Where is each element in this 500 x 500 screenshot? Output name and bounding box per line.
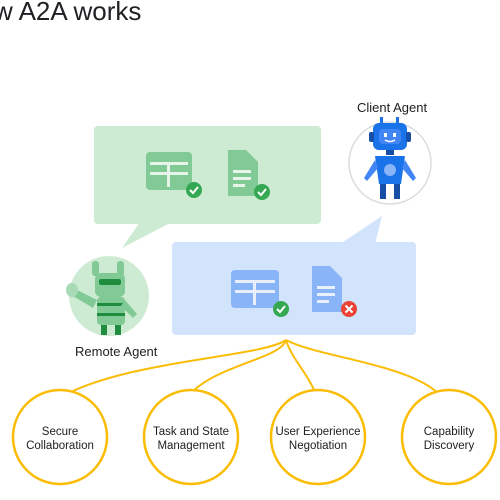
capability-ux-negotiation: User Experience Negotiation xyxy=(272,425,364,453)
capability-line2: Discovery xyxy=(423,440,475,452)
blue-message-bubble xyxy=(172,216,416,335)
capability-circle xyxy=(400,388,498,486)
capability-circle xyxy=(11,388,109,486)
capability-line2: Management xyxy=(157,440,225,452)
green-message-bubble xyxy=(94,126,321,248)
document-error-icon xyxy=(312,266,357,317)
client-agent-robot xyxy=(348,117,432,205)
capability-circle xyxy=(142,388,240,486)
table-icon xyxy=(231,270,289,317)
capability-task-state-management: Task and State Management xyxy=(145,425,237,453)
capability-line1: Capability xyxy=(423,426,475,438)
document-icon xyxy=(228,150,270,200)
capability-line2: Negotiation xyxy=(288,440,348,452)
capability-secure-collaboration: Secure Collaboration xyxy=(14,425,106,453)
capability-line2: Collaboration xyxy=(26,440,94,452)
capability-circle xyxy=(269,388,367,486)
capability-line1: Secure xyxy=(41,426,79,438)
table-icon xyxy=(146,152,202,198)
remote-agent-robot xyxy=(66,256,149,336)
capability-line1: Task and State xyxy=(152,426,230,438)
capability-discovery: Capability Discovery xyxy=(403,425,495,453)
capability-line1: User Experience xyxy=(275,426,361,438)
page-title: w A2A works xyxy=(0,0,142,26)
remote-agent-label: Remote Agent xyxy=(75,344,158,359)
client-agent-label: Client Agent xyxy=(357,100,428,115)
